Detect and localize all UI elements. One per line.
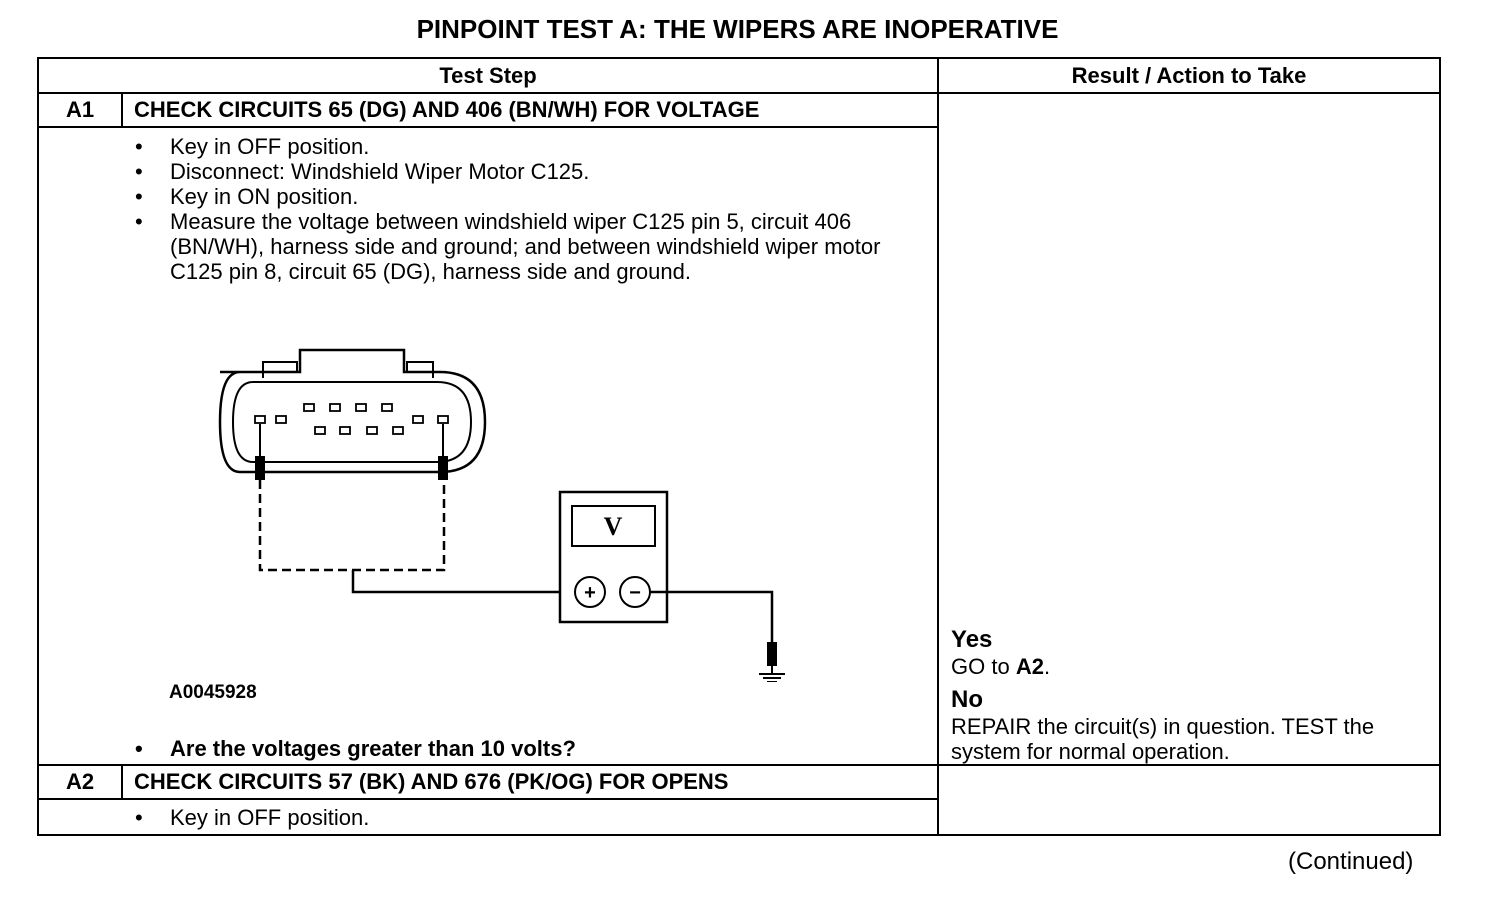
bullet-item: Key in OFF position. xyxy=(123,805,923,830)
voltmeter-label: V xyxy=(604,512,623,541)
no-label: No xyxy=(951,686,984,713)
voltmeter xyxy=(558,490,669,624)
voltmeter-display xyxy=(571,505,656,547)
bullet-item: Key in ON position. xyxy=(123,184,923,209)
step-a1-title-row: A1 CHECK CIRCUITS 65 (DG) AND 406 (BN/WH… xyxy=(37,92,1442,766)
step-a1-bullets: Key in OFF position. Disconnect: Windshi… xyxy=(123,134,923,284)
ground-icon xyxy=(759,673,785,682)
connector-shell xyxy=(218,348,487,474)
result-a1: Yes GO to A2. No REPAIR the circuit(s) i… xyxy=(937,92,1442,766)
page-title: PINPOINT TEST A: THE WIPERS ARE INOPERAT… xyxy=(416,14,1059,44)
step-a1-body: Key in OFF position. Disconnect: Windshi… xyxy=(36,126,940,766)
probe-left xyxy=(255,456,265,480)
yes-label: Yes xyxy=(951,626,993,653)
question-text: Are the voltages greater than 10 volts? xyxy=(123,736,923,761)
result-yes: Yes GO to A2. xyxy=(951,626,1411,679)
probe-ground xyxy=(767,642,777,666)
dashed-jumper xyxy=(258,480,446,572)
header-test-step: Test Step xyxy=(36,57,940,94)
table-header-row: Test Step Result / Action to Take xyxy=(36,57,1442,94)
yes-text: GO to A2. xyxy=(951,654,1051,679)
bullet-item: Disconnect: Windshield Wiper Motor C125. xyxy=(123,159,923,184)
step-id-a2: A2 xyxy=(37,764,123,800)
step-a2-title-row: A2 CHECK CIRCUITS 57 (BK) AND 676 (PK/OG… xyxy=(37,764,1442,836)
continued-note: (Continued) xyxy=(1288,848,1414,875)
step-a2-body: Key in OFF position. xyxy=(36,798,940,836)
step-a2-bullets: Key in OFF position. xyxy=(123,805,923,830)
step-a1-question: Are the voltages greater than 10 volts? xyxy=(123,736,923,761)
lead-negative xyxy=(650,590,774,644)
connector-inner xyxy=(262,361,434,378)
step-ref-a2: A2 xyxy=(1015,654,1044,679)
step-a1-body-row: Key in OFF position. Disconnect: Windshi… xyxy=(36,126,1440,766)
step-id-a1: A1 xyxy=(37,92,123,128)
step-title-a2: CHECK CIRCUITS 57 (BK) AND 676 (PK/OG) F… xyxy=(120,764,940,800)
lead-positive xyxy=(351,570,575,594)
minus-symbol: − xyxy=(629,582,641,604)
pinpoint-test-table: Test Step Result / Action to Take A1 CHE… xyxy=(36,57,1442,836)
plus-symbol: + xyxy=(584,582,596,604)
plus-terminal xyxy=(574,576,606,608)
result-no: No REPAIR the circuit(s) in question. TE… xyxy=(951,686,1411,764)
connector-face xyxy=(231,381,473,463)
connector-pins xyxy=(254,403,449,435)
no-text: REPAIR the circuit(s) in question. TEST … xyxy=(951,714,1375,764)
bullet-item: Key in OFF position. xyxy=(123,134,923,159)
header-result: Result / Action to Take xyxy=(937,57,1442,94)
bullet-item: Measure the voltage between windshield w… xyxy=(123,209,923,284)
figure-id: A0045928 xyxy=(169,682,257,703)
probe-right xyxy=(438,456,448,480)
connector-voltmeter-diagram: V + − xyxy=(218,348,785,682)
step-title-a1: CHECK CIRCUITS 65 (DG) AND 406 (BN/WH) F… xyxy=(120,92,940,128)
result-a2 xyxy=(937,764,1442,836)
step-a2-body-row: Key in OFF position. xyxy=(36,798,1440,836)
